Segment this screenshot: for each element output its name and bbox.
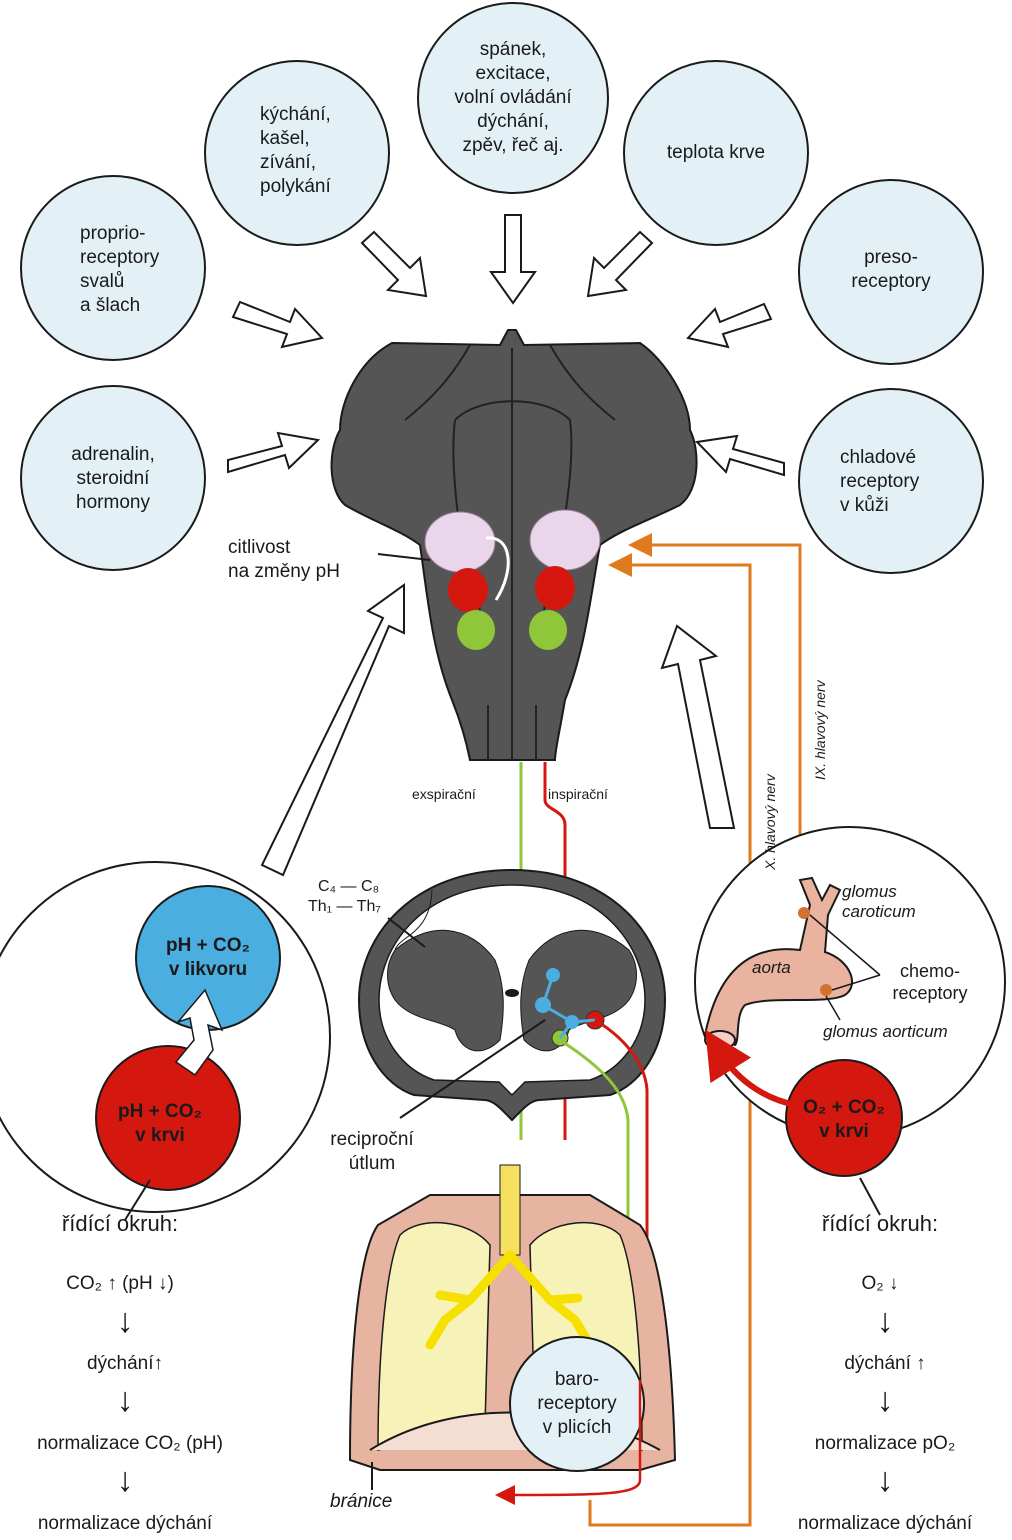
label-expiratory: exspirační bbox=[412, 786, 476, 802]
right-down-arrow-2: ↓ bbox=[877, 1383, 894, 1417]
right-title-pointer bbox=[860, 1178, 880, 1215]
right-down-arrow-1: ↓ bbox=[877, 1304, 894, 1338]
right-loop-title: řídící okruh: bbox=[822, 1212, 938, 1236]
label-aorta: aorta bbox=[752, 956, 791, 980]
inspiratory-center-left bbox=[448, 568, 488, 612]
aorta-end bbox=[705, 1031, 735, 1049]
label-pressoreceptors: preso-receptory bbox=[851, 246, 930, 294]
left-step-2: dýchání↑ bbox=[87, 1352, 163, 1376]
glomus-aorticum-dot bbox=[820, 984, 832, 996]
label-reflexes: kýchání,kašel,zívání,polykání bbox=[260, 103, 331, 199]
label-temperature: teplota krve bbox=[667, 141, 765, 165]
glomus-caroticum-dot bbox=[798, 907, 810, 919]
left-step-1: CO₂ ↑ (pH ↓) bbox=[66, 1272, 174, 1296]
inspiratory-center-right bbox=[535, 566, 575, 610]
left-loop-title: řídící okruh: bbox=[62, 1212, 178, 1236]
right-step-3: normalizace pO₂ bbox=[815, 1432, 955, 1456]
arrow-cold bbox=[697, 436, 784, 475]
left-step-4: normalizace dýchání bbox=[38, 1512, 212, 1536]
label-diaphragm: bránice bbox=[330, 1490, 392, 1514]
arrow-sleep bbox=[491, 215, 535, 303]
left-step-3: normalizace CO₂ (pH) bbox=[37, 1432, 223, 1456]
left-down-arrow-1: ↓ bbox=[117, 1304, 134, 1338]
right-step-2: dýchání ↑ bbox=[844, 1352, 925, 1376]
arrow-pressoreceptors bbox=[688, 304, 771, 347]
expiratory-center-right bbox=[529, 610, 567, 650]
arrow-temperature bbox=[588, 232, 652, 296]
label-nerve-x: X. hlavový nerv bbox=[762, 774, 778, 870]
expiratory-center-left bbox=[457, 610, 495, 650]
label-inspiratory: inspirační bbox=[548, 786, 608, 802]
arrow-hormones bbox=[228, 433, 318, 472]
right-step-1: O₂ ↓ bbox=[862, 1272, 899, 1296]
label-nerve-ix: IX. hlavový nerv bbox=[812, 680, 828, 780]
spinal-cord bbox=[359, 870, 665, 1120]
right-step-4: normalizace dýchání bbox=[798, 1512, 972, 1536]
arrow-proprioceptors bbox=[233, 302, 322, 347]
label-glomus-aorticum: glomus aorticum bbox=[823, 1020, 948, 1044]
ph-zone-left bbox=[425, 512, 495, 572]
left-down-arrow-3: ↓ bbox=[117, 1463, 134, 1497]
arrow-right-loop bbox=[662, 626, 734, 828]
arrow-left-loop bbox=[262, 585, 404, 875]
right-down-arrow-3: ↓ bbox=[877, 1463, 894, 1497]
left-down-arrow-2: ↓ bbox=[117, 1383, 134, 1417]
ph-zone-right bbox=[530, 510, 600, 570]
label-segments-top: C₄ — C₈ bbox=[318, 878, 379, 896]
label-segments-bottom: Th₁ — Th₇ bbox=[308, 898, 381, 916]
arrow-reflexes bbox=[362, 232, 426, 296]
label-chemoreceptors: chemo-receptory bbox=[892, 960, 967, 1004]
